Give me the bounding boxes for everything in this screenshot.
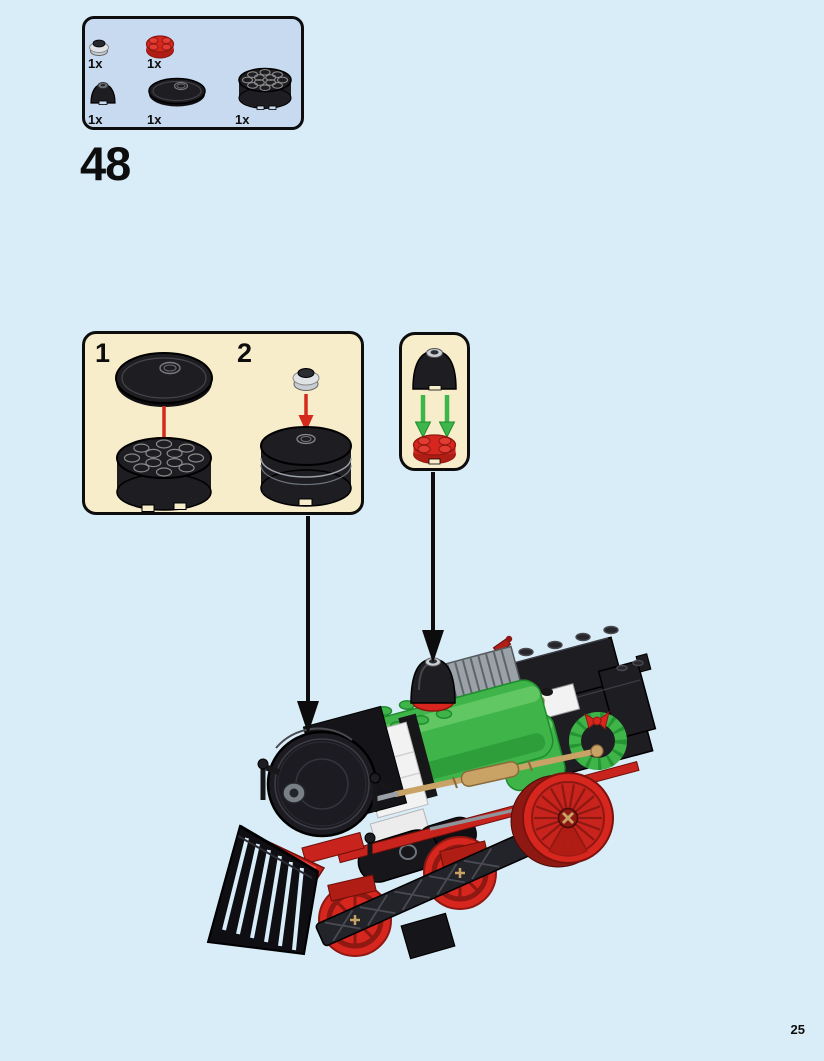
cab-studs (489, 625, 644, 672)
middle-wheel (423, 836, 497, 910)
boiler-front-bands (355, 713, 438, 819)
undercarriage-cylinders (357, 808, 477, 883)
dome-callout (399, 332, 470, 471)
substeps-diagram (115, 352, 352, 512)
black-dome-brick-icon (90, 82, 116, 105)
red-wheel-arches (327, 840, 489, 902)
gold-screws (350, 868, 465, 925)
ribbed-roof (432, 645, 524, 711)
red-round-plate-piece (412, 434, 457, 465)
drive-wheel (510, 772, 614, 868)
part-qty: 1x (147, 112, 162, 127)
front-wheel (318, 883, 392, 957)
green-boiler (329, 679, 554, 805)
part-qty: 1x (88, 112, 103, 127)
rear-cab-blocks (479, 625, 657, 783)
piston-rods (373, 744, 604, 831)
dome-callout-diagram (412, 348, 457, 465)
boiler-studs (329, 700, 453, 744)
front-lamp-posts (257, 758, 393, 870)
black-dome-piece (412, 348, 457, 391)
part-qty: 1x (235, 112, 250, 127)
substeps-callout: 1 2 (82, 331, 364, 515)
green-cab-front (494, 712, 566, 792)
part-black-dish (146, 75, 208, 109)
parts-callout: 1x 1x 1x (82, 16, 304, 130)
red-chassis (301, 760, 640, 865)
part-black-dome-brick (88, 79, 118, 107)
part-qty: 1x (88, 56, 103, 71)
cowcatcher-plate (236, 833, 326, 891)
wheel-spokes (534, 784, 602, 852)
green-arrows (414, 395, 456, 439)
steam-dome (410, 657, 456, 712)
wreath (569, 710, 627, 770)
silver-round-stud-icon (89, 39, 109, 56)
step-number: 48 (80, 137, 131, 190)
part-black-round-brick (235, 66, 295, 110)
black-round-brick-icon (238, 67, 292, 110)
assembled-round-stack (260, 426, 352, 507)
guide-arrow-right (422, 472, 444, 663)
part-red-round-plate (142, 30, 178, 60)
black-dish-icon (148, 77, 206, 107)
black-dish-piece (115, 352, 213, 407)
stud-ring (241, 68, 289, 92)
white-bricks (499, 683, 581, 729)
red-arrow-step2 (298, 394, 314, 432)
silver-stud-piece (292, 368, 320, 391)
page-number: 25 (790, 1022, 805, 1037)
red-lever (492, 635, 513, 655)
gold-candlestick (525, 695, 547, 725)
substep-1-label: 1 (95, 338, 111, 368)
part-qty: 1x (147, 56, 162, 71)
substep-2-label: 2 (237, 338, 253, 368)
black-round-brick-piece (116, 437, 212, 512)
smokebox (266, 705, 408, 838)
guide-arrow-left (297, 516, 319, 734)
red-round-plate-icon (145, 35, 175, 59)
cowcatcher (206, 824, 320, 956)
part-silver-round-stud (87, 35, 111, 59)
truss-frame (315, 831, 535, 960)
